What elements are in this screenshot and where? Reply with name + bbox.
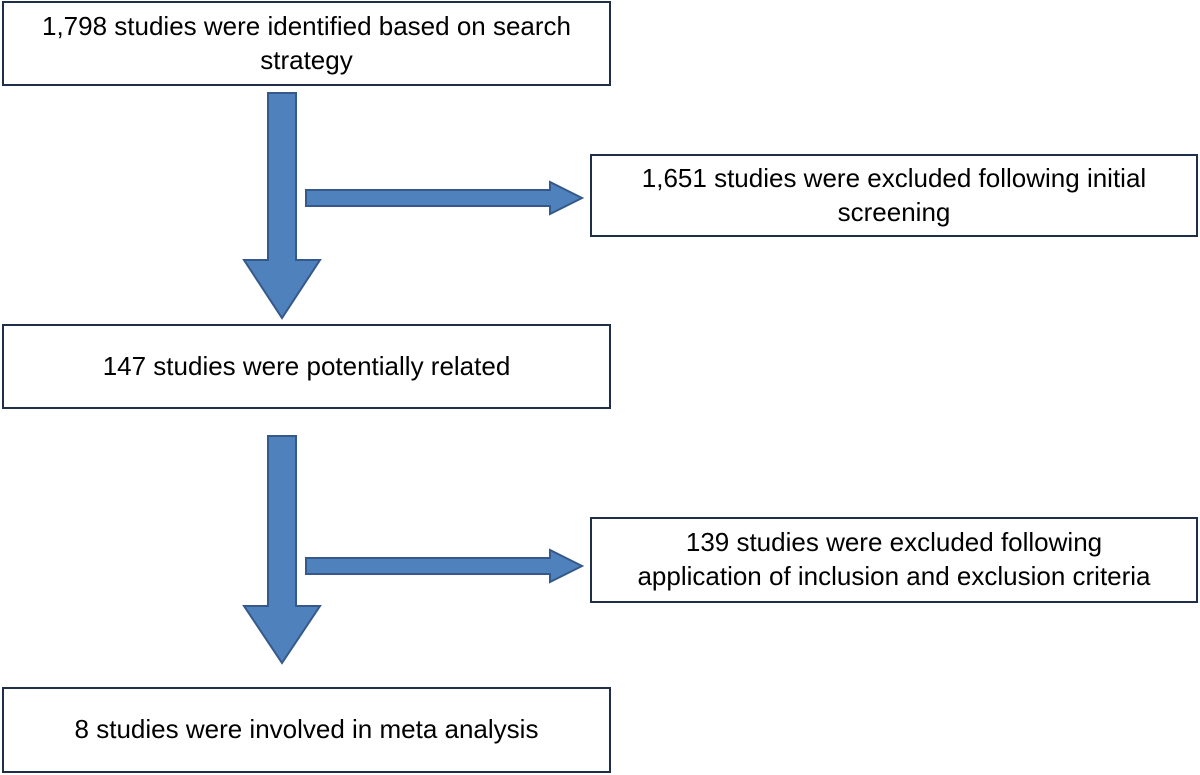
right-arrow-1 xyxy=(305,180,585,216)
step-text-included: 8 studies were involved in meta analysis xyxy=(74,714,539,745)
step-text-excluded-screening: 1,651 studies were excluded following in… xyxy=(641,162,1147,227)
step-box-identified: 1,798 studies were identified based on s… xyxy=(2,1,611,86)
down-arrow-1 xyxy=(242,92,322,320)
step-box-excluded-screening: 1,651 studies were excluded following in… xyxy=(590,154,1198,237)
down-arrow-2 xyxy=(242,435,322,665)
right-arrow-2 xyxy=(305,548,585,584)
step-box-included: 8 studies were involved in meta analysis xyxy=(2,687,611,773)
step-box-potentially-related: 147 studies were potentially related xyxy=(2,324,611,409)
step-text-potentially-related: 147 studies were potentially related xyxy=(102,350,511,381)
step-box-excluded-criteria: 139 studies were excluded following appl… xyxy=(590,517,1198,603)
step-text-identified: 1,798 studies were identified based on s… xyxy=(41,10,571,75)
step-text-excluded-criteria: 139 studies were excluded following appl… xyxy=(637,527,1151,591)
